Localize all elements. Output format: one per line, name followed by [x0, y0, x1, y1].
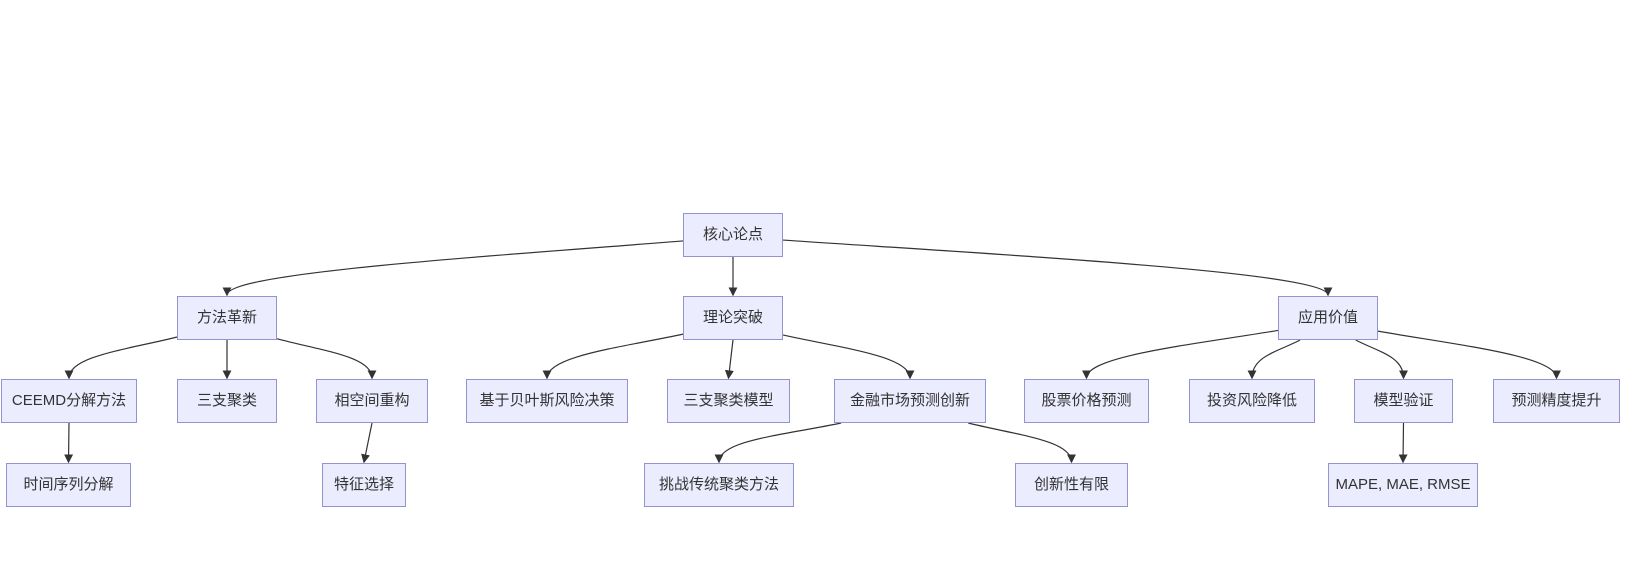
node-label: 相空间重构 — [334, 392, 410, 409]
node-label: 投资风险降低 — [1206, 392, 1297, 409]
node-three-way-model: 三支聚类模型 — [667, 379, 790, 423]
edge-ceemd-to-ts-decomp — [64, 422, 74, 464]
node-label: MAPE, MAE, RMSE — [1335, 476, 1471, 493]
edge-application-to-validation — [1355, 339, 1408, 380]
node-validation: 模型验证 — [1354, 379, 1453, 423]
node-core: 核心论点 — [683, 213, 783, 257]
node-label: 方法革新 — [196, 309, 257, 326]
edge-application-to-precision — [1377, 330, 1561, 380]
node-label: 金融市场预测创新 — [849, 392, 970, 409]
edge-finance-to-limited — [968, 422, 1076, 464]
node-label: 基于贝叶斯风险决策 — [479, 392, 615, 409]
edge-phase-space-to-feature — [361, 422, 373, 464]
node-limited: 创新性有限 — [1015, 463, 1128, 507]
edge-theory-to-three-way-model — [724, 339, 734, 380]
node-label: CEEMD分解方法 — [11, 392, 127, 409]
edge-theory-to-finance — [782, 334, 915, 380]
node-bayes: 基于贝叶斯风险决策 — [466, 379, 628, 423]
node-finance: 金融市场预测创新 — [834, 379, 986, 423]
node-label: 预测精度提升 — [1511, 392, 1602, 409]
node-risk: 投资风险降低 — [1189, 379, 1315, 423]
node-label: 特征选择 — [333, 476, 394, 493]
node-label: 理论突破 — [702, 309, 763, 326]
node-label: 时间序列分解 — [23, 476, 114, 493]
edge-method-to-ceemd — [64, 336, 178, 380]
node-label: 模型验证 — [1373, 392, 1434, 409]
node-label: 三支聚类 — [196, 392, 257, 409]
edge-theory-to-bayes — [542, 333, 684, 380]
edge-method-to-phase-space — [276, 338, 377, 380]
edge-validation-to-metrics — [1398, 422, 1408, 464]
node-three-way: 三支聚类 — [177, 379, 277, 423]
edge-core-to-method — [222, 240, 684, 297]
node-application: 应用价值 — [1278, 296, 1378, 340]
node-ceemd: CEEMD分解方法 — [1, 379, 137, 423]
node-label: 创新性有限 — [1033, 476, 1109, 493]
node-metrics: MAPE, MAE, RMSE — [1328, 463, 1478, 507]
node-label: 核心论点 — [702, 226, 763, 243]
node-phase-space: 相空间重构 — [316, 379, 428, 423]
edge-application-to-stock — [1082, 329, 1279, 380]
node-theory: 理论突破 — [683, 296, 783, 340]
node-label: 股票价格预测 — [1041, 392, 1132, 409]
edge-core-to-application — [782, 239, 1333, 297]
edge-application-to-risk — [1247, 339, 1301, 380]
node-precision: 预测精度提升 — [1493, 379, 1620, 423]
node-label: 挑战传统聚类方法 — [658, 476, 779, 493]
edge-finance-to-challenge — [714, 422, 842, 464]
node-method: 方法革新 — [177, 296, 277, 340]
node-challenge: 挑战传统聚类方法 — [644, 463, 794, 507]
node-label: 应用价值 — [1297, 309, 1358, 326]
node-feature: 特征选择 — [322, 463, 406, 507]
node-ts-decomp: 时间序列分解 — [6, 463, 131, 507]
node-label: 三支聚类模型 — [683, 392, 774, 409]
node-stock: 股票价格预测 — [1024, 379, 1149, 423]
